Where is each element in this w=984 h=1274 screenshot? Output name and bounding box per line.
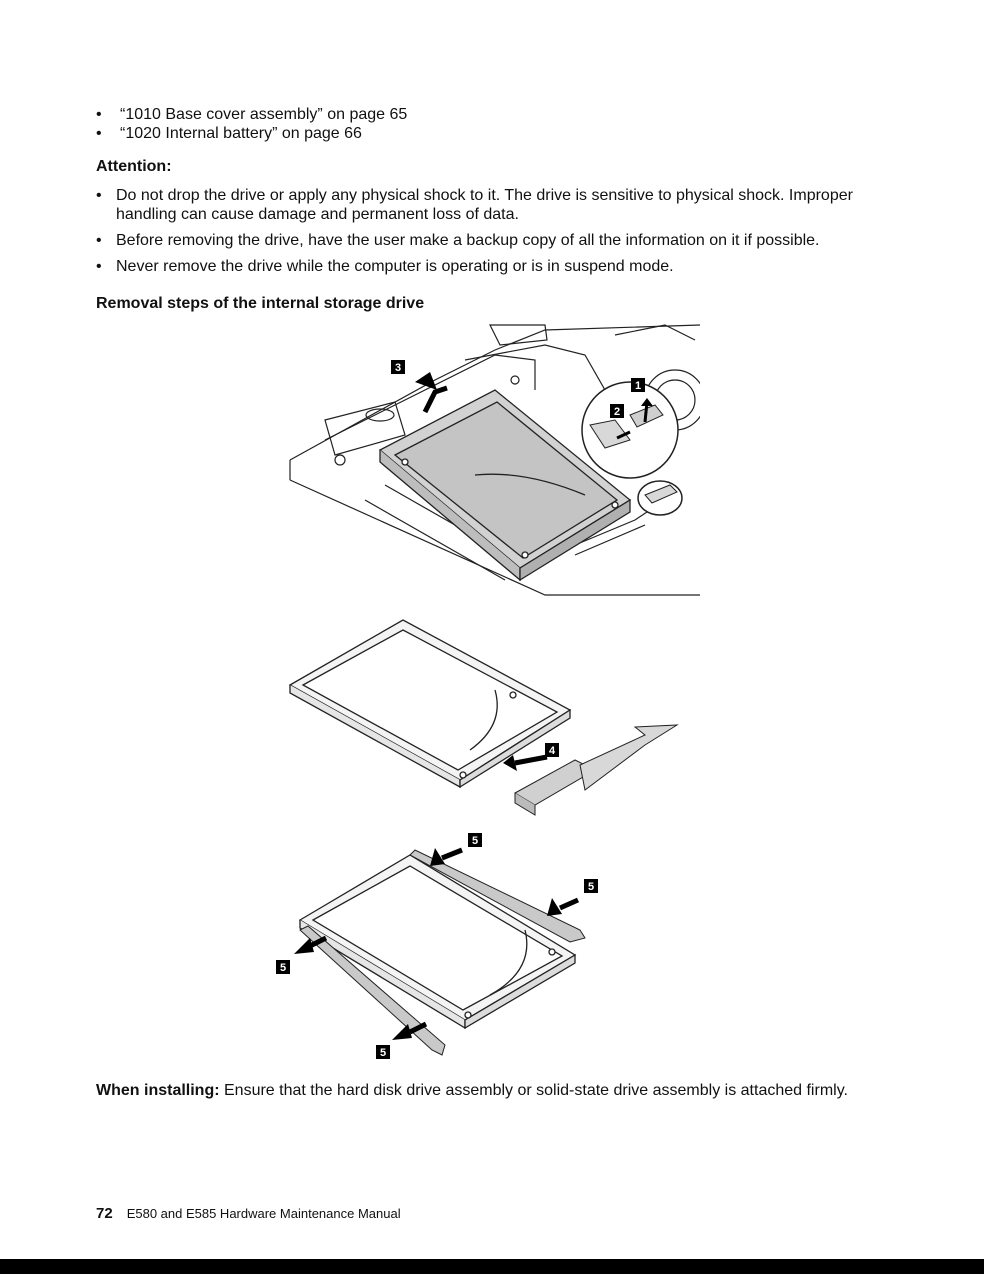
callout-5-bottom: 5 bbox=[376, 1045, 390, 1059]
callout-5-right: 5 bbox=[584, 879, 598, 893]
callout-5-label: 5 bbox=[588, 881, 594, 893]
attention-list: Do not drop the drive or apply any physi… bbox=[96, 186, 886, 283]
figure-bracket-removal: 5 5 5 5 bbox=[276, 833, 598, 1059]
callout-1: 1 bbox=[631, 378, 645, 392]
attention-item: Before removing the drive, have the user… bbox=[96, 231, 886, 250]
callout-2: 2 bbox=[610, 404, 624, 418]
callout-5-label: 5 bbox=[280, 962, 286, 974]
prerequisite-item[interactable]: “1020 Internal battery” on page 66 bbox=[96, 124, 407, 143]
callout-3: 3 bbox=[391, 360, 405, 374]
callout-5-label: 5 bbox=[380, 1047, 386, 1059]
install-note: When installing: Ensure that the hard di… bbox=[96, 1082, 848, 1100]
callout-5-left: 5 bbox=[276, 960, 290, 974]
install-note-text: Ensure that the hard disk drive assembly… bbox=[219, 1082, 848, 1099]
prerequisite-item[interactable]: “1010 Base cover assembly” on page 65 bbox=[96, 105, 407, 124]
callout-5-top: 5 bbox=[468, 833, 482, 847]
prerequisite-list: “1010 Base cover assembly” on page 65 “1… bbox=[96, 105, 407, 143]
callout-3-label: 3 bbox=[395, 362, 401, 374]
manual-title: E580 and E585 Hardware Maintenance Manua… bbox=[126, 1206, 401, 1221]
figure-cable-disconnect: 4 bbox=[288, 619, 679, 816]
attention-heading: Attention: bbox=[96, 158, 172, 175]
callout-5-label: 5 bbox=[472, 835, 478, 847]
figure-drive-in-computer: 3 1 2 bbox=[289, 324, 700, 596]
install-note-label: When installing: bbox=[96, 1082, 220, 1099]
callout-4: 4 bbox=[545, 743, 559, 757]
page-footer: 72 E580 and E585 Hardware Maintenance Man… bbox=[96, 1205, 401, 1222]
callout-4-label: 4 bbox=[549, 745, 556, 757]
callout-2-label: 2 bbox=[614, 406, 620, 418]
page-number: 72 bbox=[96, 1205, 113, 1222]
removal-heading: Removal steps of the internal storage dr… bbox=[96, 295, 425, 312]
callout-1-label: 1 bbox=[635, 380, 641, 392]
bottom-bar bbox=[0, 1259, 984, 1274]
attention-item: Never remove the drive while the compute… bbox=[96, 257, 886, 276]
attention-item: Do not drop the drive or apply any physi… bbox=[96, 186, 886, 224]
